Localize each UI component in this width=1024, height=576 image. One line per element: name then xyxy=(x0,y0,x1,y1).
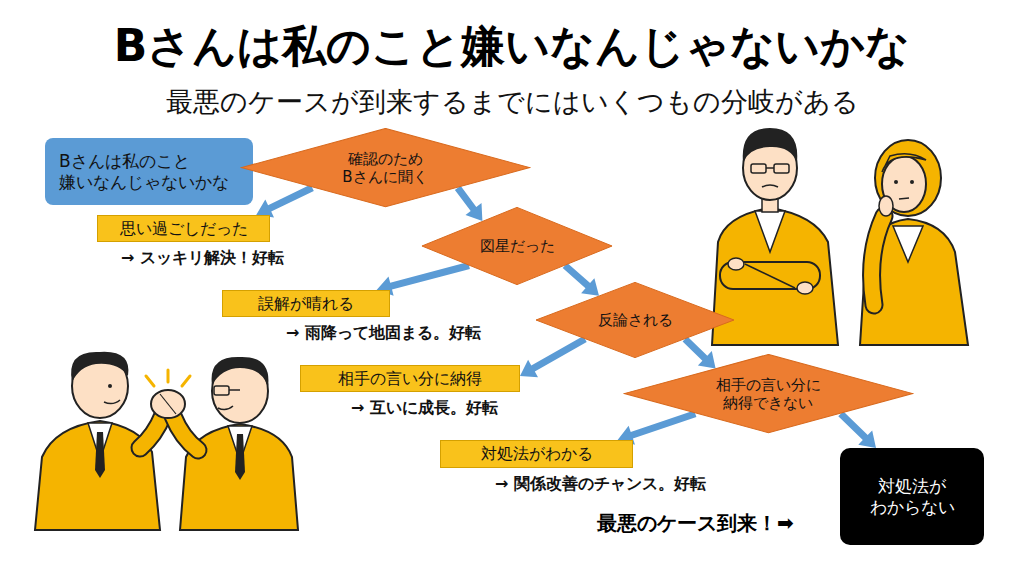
glasses-temple xyxy=(229,389,240,391)
arm-outline xyxy=(173,416,198,450)
outcome-box: 誤解が晴れる→ 雨降って地固まる。好転 xyxy=(222,290,390,317)
sparkle xyxy=(167,370,170,382)
start-box: Bさんは私のこと 嫌いなんじゃないかな xyxy=(45,138,253,205)
glasses xyxy=(751,164,766,173)
arm-outline xyxy=(872,216,884,305)
clasped-hands xyxy=(151,390,185,418)
outcome-box: 思い過ごしだった→ スッキリ解決！好転 xyxy=(97,215,270,242)
node-text: 相手の言い分に納得 xyxy=(338,369,482,388)
man-hair xyxy=(212,357,269,387)
tie xyxy=(95,432,105,478)
result-text: → 関係改善のチャンス。好転 xyxy=(495,474,706,493)
branch-arrow xyxy=(520,336,587,377)
decision-text: 図星だった xyxy=(480,237,555,255)
finger-line xyxy=(160,394,176,414)
decision-text: 確認のため Bさんに聞く xyxy=(310,150,460,186)
node-text: 誤解が晴れる xyxy=(258,294,354,313)
decision-diamond: 図星だった xyxy=(421,207,613,285)
diamond-fill xyxy=(422,207,612,284)
hand xyxy=(728,258,744,270)
eye xyxy=(108,384,112,388)
arrow-shape xyxy=(455,186,483,221)
subtitle: 最悪のケースが到来するまでにはいくつもの分岐がある xyxy=(0,86,1024,118)
diamond-fill xyxy=(241,129,529,207)
arrow-shape xyxy=(256,185,314,218)
node-text: Bさんは私のこと 嫌いなんじゃないかな xyxy=(59,151,237,192)
glasses xyxy=(774,164,789,173)
node-text: 思い過ごしだった xyxy=(120,219,248,238)
title: Bさんは私のこと嫌いなんじゃないかな xyxy=(0,20,1024,73)
woman-arm xyxy=(872,216,884,305)
branch-arrow xyxy=(838,411,876,448)
outcome-box: 対処法がわかる→ 関係改善のチャンス。好転 xyxy=(440,440,633,468)
arm xyxy=(173,416,198,450)
arrow-shape xyxy=(838,411,876,448)
decision-diamond: 確認のため Bさんに聞く xyxy=(240,128,531,207)
diamond-fill xyxy=(624,355,912,433)
branch-arrow xyxy=(683,337,716,369)
branch-arrow xyxy=(563,263,599,296)
eye xyxy=(910,180,914,184)
branch-arrow xyxy=(455,186,483,221)
result-text: → スッキリ解決！好転 xyxy=(121,248,284,267)
man-hair xyxy=(71,352,128,382)
man-hair xyxy=(743,128,798,162)
branch-arrow xyxy=(256,185,314,218)
glasses xyxy=(214,386,229,395)
arrow-shape xyxy=(377,262,470,296)
diamond-fill xyxy=(536,282,734,357)
outcome-box: 相手の言い分に納得→ 互いに成長。好転 xyxy=(300,365,520,392)
woman-hair xyxy=(875,140,941,216)
arrow-shape xyxy=(520,336,587,377)
tie xyxy=(235,434,245,480)
end-box: 対処法が わからない xyxy=(840,448,984,545)
hand xyxy=(879,196,893,216)
sparkle xyxy=(146,376,154,386)
glasses-bridge xyxy=(766,167,774,169)
hand xyxy=(797,282,813,294)
man-shirt xyxy=(755,211,785,252)
eye xyxy=(894,180,898,184)
woman-top xyxy=(893,226,923,262)
decision-text: 反論される xyxy=(598,311,673,329)
decision-text: 相手の言い分に 納得できない xyxy=(693,376,843,412)
arrow-shape xyxy=(563,263,599,296)
sparkle xyxy=(182,376,190,386)
mouth xyxy=(762,185,778,187)
result-text: → 雨降って地固まる。好転 xyxy=(286,323,481,342)
worst-case-label: 最悪のケース到来！➡ xyxy=(597,511,794,535)
arm-fold xyxy=(745,264,795,288)
arm-outline xyxy=(140,415,163,448)
node-text: 対処法が わからない xyxy=(852,476,972,517)
mouth xyxy=(899,198,909,199)
mouth xyxy=(104,400,120,404)
branch-arrow xyxy=(377,262,470,296)
arrow-shape xyxy=(683,337,716,369)
result-text: → 互いに成長。好転 xyxy=(351,398,498,417)
decision-diamond: 反論される xyxy=(535,282,735,358)
decision-diamond: 相手の言い分に 納得できない xyxy=(623,354,914,433)
arm xyxy=(140,415,163,448)
mouth xyxy=(218,406,233,410)
man-jacket xyxy=(712,208,838,345)
node-text: 対処法がわかる xyxy=(481,444,593,463)
woman-bangs xyxy=(882,154,926,172)
